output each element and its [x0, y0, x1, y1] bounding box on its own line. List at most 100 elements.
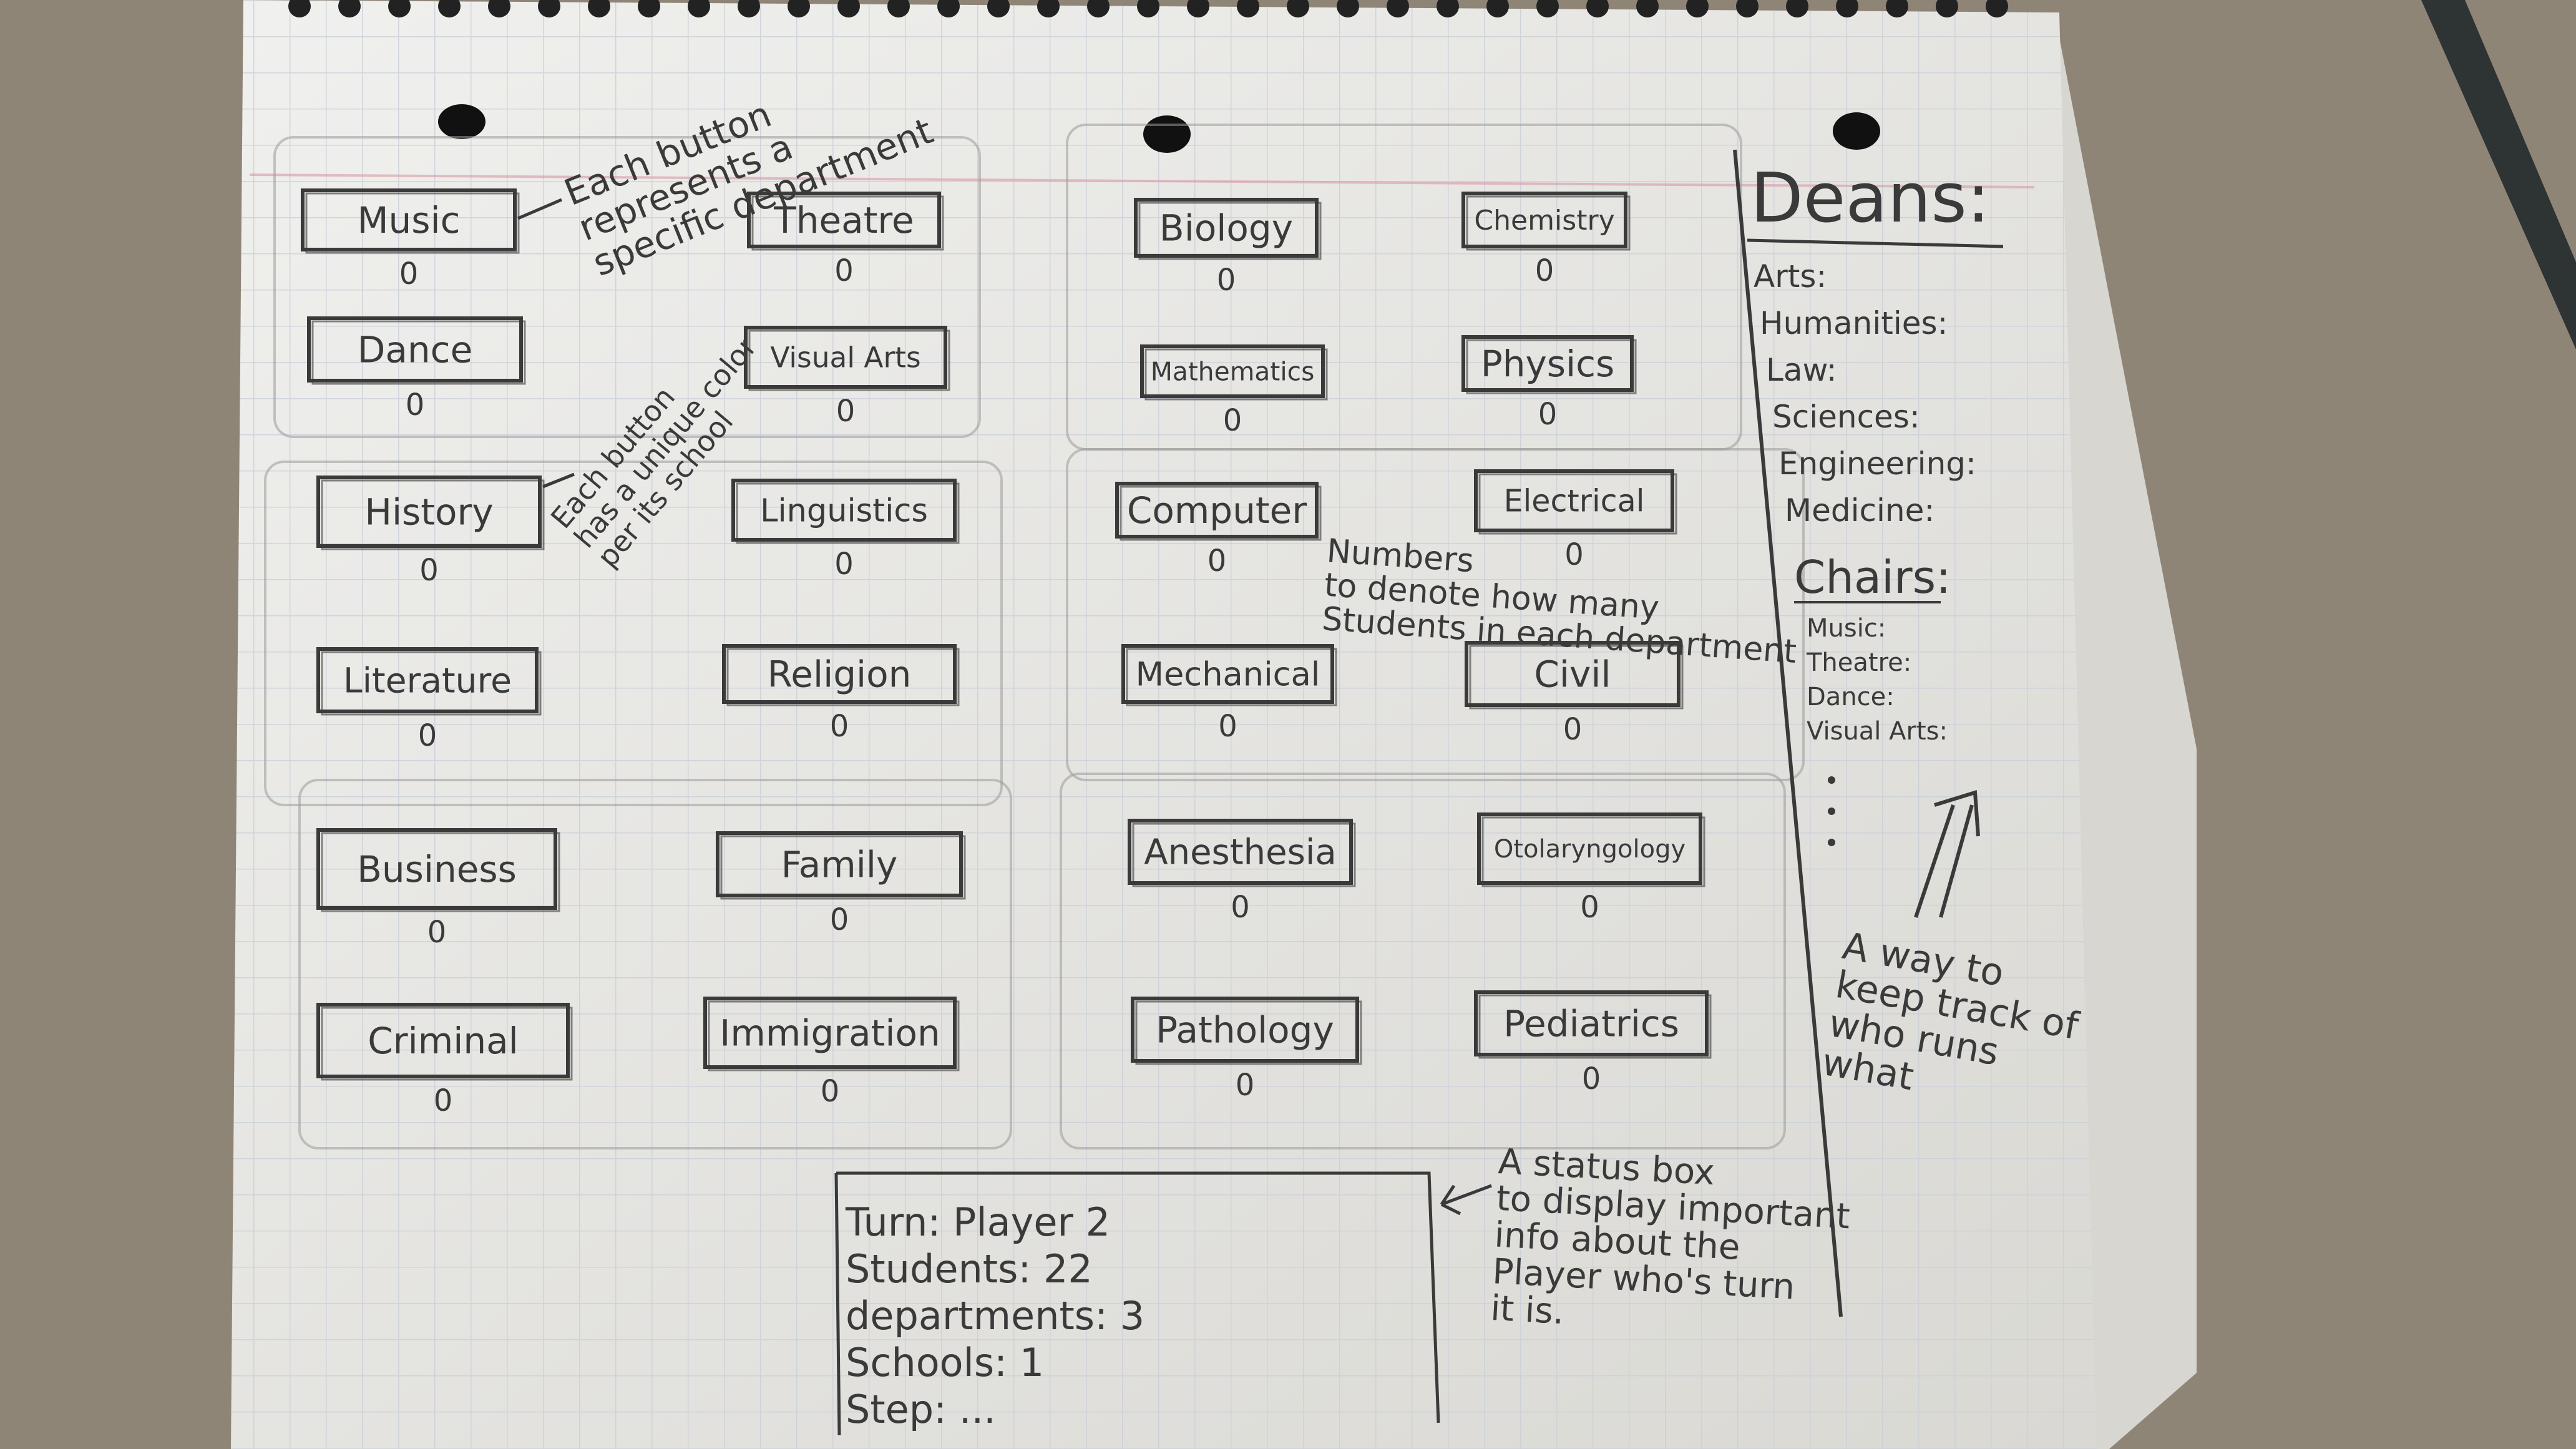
- dept-button-label: Pathology: [1156, 1008, 1334, 1051]
- ellipsis-dot: [1828, 776, 1835, 784]
- dept-button-label: Pediatrics: [1503, 1002, 1679, 1045]
- dept-button-label: Literature: [343, 661, 512, 701]
- spiral-binding: [288, 0, 2008, 17]
- dept-button-label: History: [364, 490, 493, 533]
- dept-student-count: 0: [427, 915, 447, 950]
- dept-button-frame: [316, 647, 539, 713]
- dept-button-history[interactable]: History: [316, 476, 545, 550]
- dept-student-count: 0: [1236, 1068, 1255, 1103]
- dept-button-family[interactable]: Family: [716, 831, 966, 900]
- dept-button-mathematics[interactable]: Mathematics: [1140, 344, 1328, 401]
- dept-button-shadow: [305, 192, 520, 254]
- dept-button-mechanical[interactable]: Mechanical: [1121, 644, 1337, 706]
- deans-title: Deans:: [1750, 158, 1990, 238]
- status-line: departments: 3: [846, 1293, 1144, 1339]
- dept-button-frame: [1465, 641, 1681, 707]
- dean-item: Arts:: [1754, 258, 1827, 295]
- dept-student-count: 0: [830, 902, 849, 937]
- dept-button-frame: [722, 644, 957, 704]
- dept-button-shadow: [321, 651, 542, 716]
- side-panel-divider: [1733, 149, 1843, 1317]
- status-line: Students: 22: [846, 1246, 1093, 1292]
- dept-button-pathology[interactable]: Pathology: [1131, 997, 1362, 1065]
- dept-button-literature[interactable]: Literature: [316, 647, 542, 716]
- dept-button-label: Family: [781, 843, 898, 886]
- dept-button-visual-arts[interactable]: Visual Arts: [744, 326, 950, 391]
- dept-button-frame: [301, 188, 517, 251]
- dept-button-shadow: [736, 482, 960, 544]
- ellipsis-dot: [1828, 807, 1835, 815]
- dept-button-pediatrics[interactable]: Pediatrics: [1474, 990, 1712, 1059]
- dept-button-label: Visual Arts: [770, 341, 920, 374]
- dept-student-count: 0: [1582, 1061, 1601, 1096]
- dept-button-frame: [307, 316, 523, 383]
- dept-button-label: Anesthesia: [1144, 832, 1336, 873]
- dept-button-dance[interactable]: Dance: [307, 316, 526, 385]
- dept-button-frame: [1461, 192, 1627, 248]
- pointer-line: [517, 198, 562, 220]
- dean-item: Sciences:: [1772, 399, 1920, 435]
- dept-button-chemistry[interactable]: Chemistry: [1461, 192, 1631, 251]
- dept-button-frame: [1461, 335, 1634, 392]
- chairs-panel: Chairs:Music:Theatre:Dance:Visual Arts:: [1794, 551, 1951, 846]
- dept-button-shadow: [708, 1000, 960, 1071]
- dept-button-shadow: [1138, 202, 1322, 260]
- dept-button-label: Biology: [1159, 207, 1293, 249]
- dept-button-shadow: [321, 1007, 573, 1081]
- dept-student-count: 0: [406, 388, 425, 422]
- chair-item: Theatre:: [1806, 648, 1911, 677]
- dept-button-label: Theatre: [773, 199, 914, 242]
- arrow-up-icon: [1914, 790, 1980, 918]
- dept-button-shadow: [321, 479, 545, 550]
- dept-button-business[interactable]: Business: [316, 828, 560, 912]
- dean-item: Engineering:: [1778, 446, 1976, 482]
- dept-student-count: 0: [434, 1083, 453, 1118]
- dept-button-frame: [316, 476, 542, 548]
- dept-student-count: 0: [1208, 544, 1227, 578]
- dept-button-immigration[interactable]: Immigration: [703, 997, 960, 1071]
- dept-button-shadow: [1466, 339, 1637, 394]
- dept-button-shadow: [748, 329, 950, 391]
- dept-button-linguistics[interactable]: Linguistics: [731, 479, 960, 544]
- dept-button-shadow: [1120, 485, 1322, 541]
- dept-button-criminal[interactable]: Criminal: [316, 1003, 573, 1081]
- dept-button-physics[interactable]: Physics: [1461, 335, 1637, 394]
- school-group-box-engineering: [1066, 448, 1805, 781]
- dept-button-frame: [1115, 482, 1319, 539]
- dean-item: Medicine:: [1785, 492, 1934, 529]
- dept-button-biology[interactable]: Biology: [1134, 198, 1322, 260]
- dept-button-frame: [1474, 990, 1709, 1056]
- dean-item: Law:: [1766, 352, 1837, 388]
- dept-student-count: 0: [1535, 253, 1554, 288]
- dept-button-music[interactable]: Music: [301, 188, 520, 254]
- school-group-box-humanities: [264, 461, 1003, 806]
- annotation-status-box-line: it is.: [1490, 1288, 1565, 1332]
- dept-button-religion[interactable]: Religion: [722, 644, 960, 706]
- dept-button-frame: [1131, 997, 1359, 1063]
- chair-item: Visual Arts:: [1807, 717, 1948, 746]
- dept-student-count: 0: [1218, 709, 1237, 744]
- dept-button-shadow: [1466, 195, 1631, 251]
- dept-button-anesthesia[interactable]: Anesthesia: [1128, 819, 1356, 887]
- school-group-box-medicine: [1060, 773, 1786, 1149]
- dept-button-shadow: [1478, 994, 1712, 1059]
- dept-student-count: 0: [1580, 890, 1599, 925]
- dept-button-civil[interactable]: Civil: [1465, 641, 1684, 710]
- dept-button-frame: [747, 192, 941, 248]
- dept-button-label: Civil: [1534, 653, 1611, 695]
- dept-button-electrical[interactable]: Electrical: [1474, 469, 1677, 535]
- dept-button-label: Chemistry: [1474, 205, 1614, 237]
- school-group-box-arts: [273, 136, 981, 438]
- dept-student-count: 0: [830, 709, 849, 744]
- dept-student-count: 0: [418, 718, 437, 753]
- dept-button-otolaryngology[interactable]: Otolaryngology: [1477, 812, 1705, 887]
- school-group-box-law: [298, 779, 1012, 1149]
- deans-panel: Deans:Arts:Humanities:Law:Sciences:Engin…: [1747, 158, 2004, 529]
- dept-button-frame: [1128, 819, 1353, 885]
- dept-button-theatre[interactable]: Theatre: [747, 192, 944, 251]
- dept-button-frame: [1477, 812, 1702, 885]
- dept-button-computer[interactable]: Computer: [1115, 482, 1322, 541]
